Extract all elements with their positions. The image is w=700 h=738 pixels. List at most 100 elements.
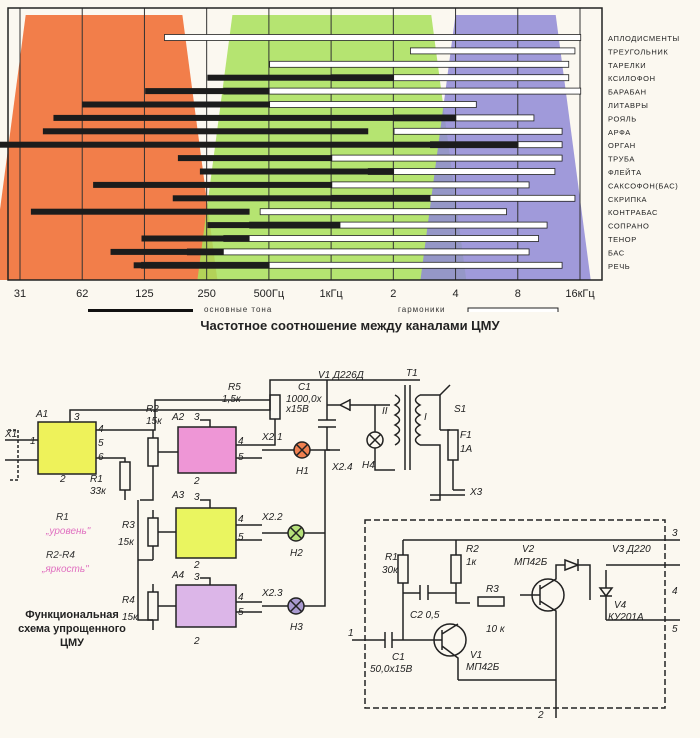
harmonics-bar — [269, 101, 477, 108]
schematic-label: R4 — [122, 595, 135, 606]
x-tick-label: 1кГц — [320, 288, 344, 300]
detail-label: V2 — [522, 544, 535, 555]
schematic-label: I — [424, 412, 427, 423]
detail-label: МП42Б — [514, 557, 548, 568]
schematic-label: 6 — [98, 452, 104, 463]
x-tick-label: 62 — [76, 288, 88, 300]
legend-harmonics-swatch — [467, 307, 559, 312]
schematic-label: X2.3 — [261, 588, 283, 599]
schematic-label: X2.4 — [331, 462, 353, 473]
note-label: R2-R4 — [46, 550, 75, 561]
schematic-label: II — [382, 406, 388, 417]
instrument-label: ЛИТАВРЫ — [608, 101, 649, 110]
resistor-r4 — [147, 591, 159, 621]
x-tick-label: 2 — [390, 288, 396, 300]
instrument-label: АПЛОДИСМЕНТЫ — [608, 34, 680, 43]
schematic-label: C1 — [298, 382, 311, 393]
detail-label: R1 — [385, 552, 398, 563]
harmonics-bar — [331, 181, 530, 189]
detail-label: 3 — [672, 528, 678, 539]
note-label: R1 — [56, 512, 69, 523]
detail-label: V4 — [614, 600, 627, 611]
schematic-label: H3 — [290, 622, 303, 633]
schematic-label: 4 — [238, 436, 244, 447]
schematic-label: 15к — [118, 537, 135, 548]
x-tick-label: 500Гц — [254, 288, 285, 300]
legend-fundamental-label: основные тона — [204, 305, 273, 314]
schematic-label: S1 — [454, 404, 466, 415]
schematic-label: 15к — [146, 416, 163, 427]
instrument-label: СКРИПКА — [608, 195, 647, 204]
detail-label: C2 0,5 — [410, 610, 440, 621]
instrument-label: ТРУБА — [608, 155, 635, 164]
fuse-f1 — [447, 429, 459, 461]
schematic-label: 33к — [90, 486, 107, 497]
detail-label: 1к — [466, 557, 478, 568]
module-a4 — [175, 584, 237, 628]
instrument-label: КСИЛОФОН — [608, 74, 656, 83]
instrument-label: ОРГАН — [608, 141, 636, 150]
schematic-label: A3 — [171, 490, 185, 501]
module-a2 — [177, 426, 237, 474]
resistor-r3 — [147, 517, 159, 547]
x-tick-label: 250 — [197, 288, 215, 300]
instrument-labels: АПЛОДИСМЕНТЫТРЕУГОЛЬНИКТАРЕЛКИКСИЛОФОНБА… — [608, 34, 680, 271]
schematic-label: 15к — [122, 612, 139, 623]
instrument-label: РЕЧЬ — [608, 262, 630, 271]
instrument-label: АРФА — [608, 128, 631, 137]
module-a3 — [175, 507, 237, 559]
schematic-label: A1 — [35, 409, 48, 420]
detail-label: C1 — [392, 652, 405, 663]
resistor-r2 — [147, 437, 159, 467]
fundamental-bar — [145, 88, 270, 95]
fundamental-bar — [177, 155, 332, 162]
harmonics-bar — [186, 248, 530, 256]
instrument-label: РОЯЛЬ — [608, 114, 637, 123]
instrument-label: ТРЕУГОЛЬНИК — [608, 47, 668, 56]
schematic-label: 3 — [74, 412, 80, 423]
detail-resistor-r2 — [450, 554, 462, 584]
detail-resistor-r1 — [397, 554, 409, 584]
instrument-label: ТАРЕЛКИ — [608, 61, 646, 70]
schematic-label: 1 — [30, 436, 36, 447]
fundamental-bar — [199, 168, 395, 175]
harmonics-bar — [223, 235, 539, 242]
fundamental-bar — [133, 262, 270, 269]
fundamental-bar — [53, 114, 457, 121]
schematic-label: 3 — [194, 412, 200, 423]
schematic-label: X2.2 — [261, 512, 283, 523]
caption-line: схема упрощенного — [18, 623, 126, 635]
fundamental-bar — [207, 222, 341, 229]
schematic-label: R3 — [122, 520, 135, 531]
resistor-r5 — [269, 394, 281, 420]
schematic-label: X1 — [4, 429, 17, 440]
schematic-label: 5 — [238, 452, 244, 463]
instrument-label: ФЛЕЙТА — [608, 168, 642, 177]
note-label: „уровень" — [45, 526, 91, 537]
schematic-label: H1 — [296, 466, 309, 477]
schematic-label: R2 — [146, 404, 159, 415]
schematic-label: 2 — [193, 560, 200, 571]
schematic-label: 2 — [193, 476, 200, 487]
schematic-label: T1 — [406, 368, 418, 379]
schematic-label: H2 — [290, 548, 303, 559]
schematic-label: 1000,0х — [286, 394, 323, 405]
schematic-label: R1 — [90, 474, 103, 485]
fundamental-bar — [30, 208, 250, 215]
harmonics-bar — [259, 208, 507, 216]
schematic-label: х15В — [285, 404, 309, 415]
instrument-label: СОПРАНО — [608, 222, 649, 231]
x-tick-label: 125 — [135, 288, 153, 300]
detail-label: R2 — [466, 544, 479, 555]
schematic-label: 2 — [59, 474, 66, 485]
detail-label: V3 Д220 — [612, 544, 651, 555]
schematic-label: 5 — [98, 438, 104, 449]
instrument-label: ТЕНОР — [608, 235, 637, 244]
harmonics-bar — [393, 127, 563, 135]
resistor-r1 — [119, 461, 131, 491]
detail-label: КУ201А — [608, 612, 644, 623]
legend-fundamental-swatch — [88, 309, 193, 312]
fundamental-bar — [0, 141, 519, 148]
detail-label: 50,0х15В — [370, 664, 413, 675]
